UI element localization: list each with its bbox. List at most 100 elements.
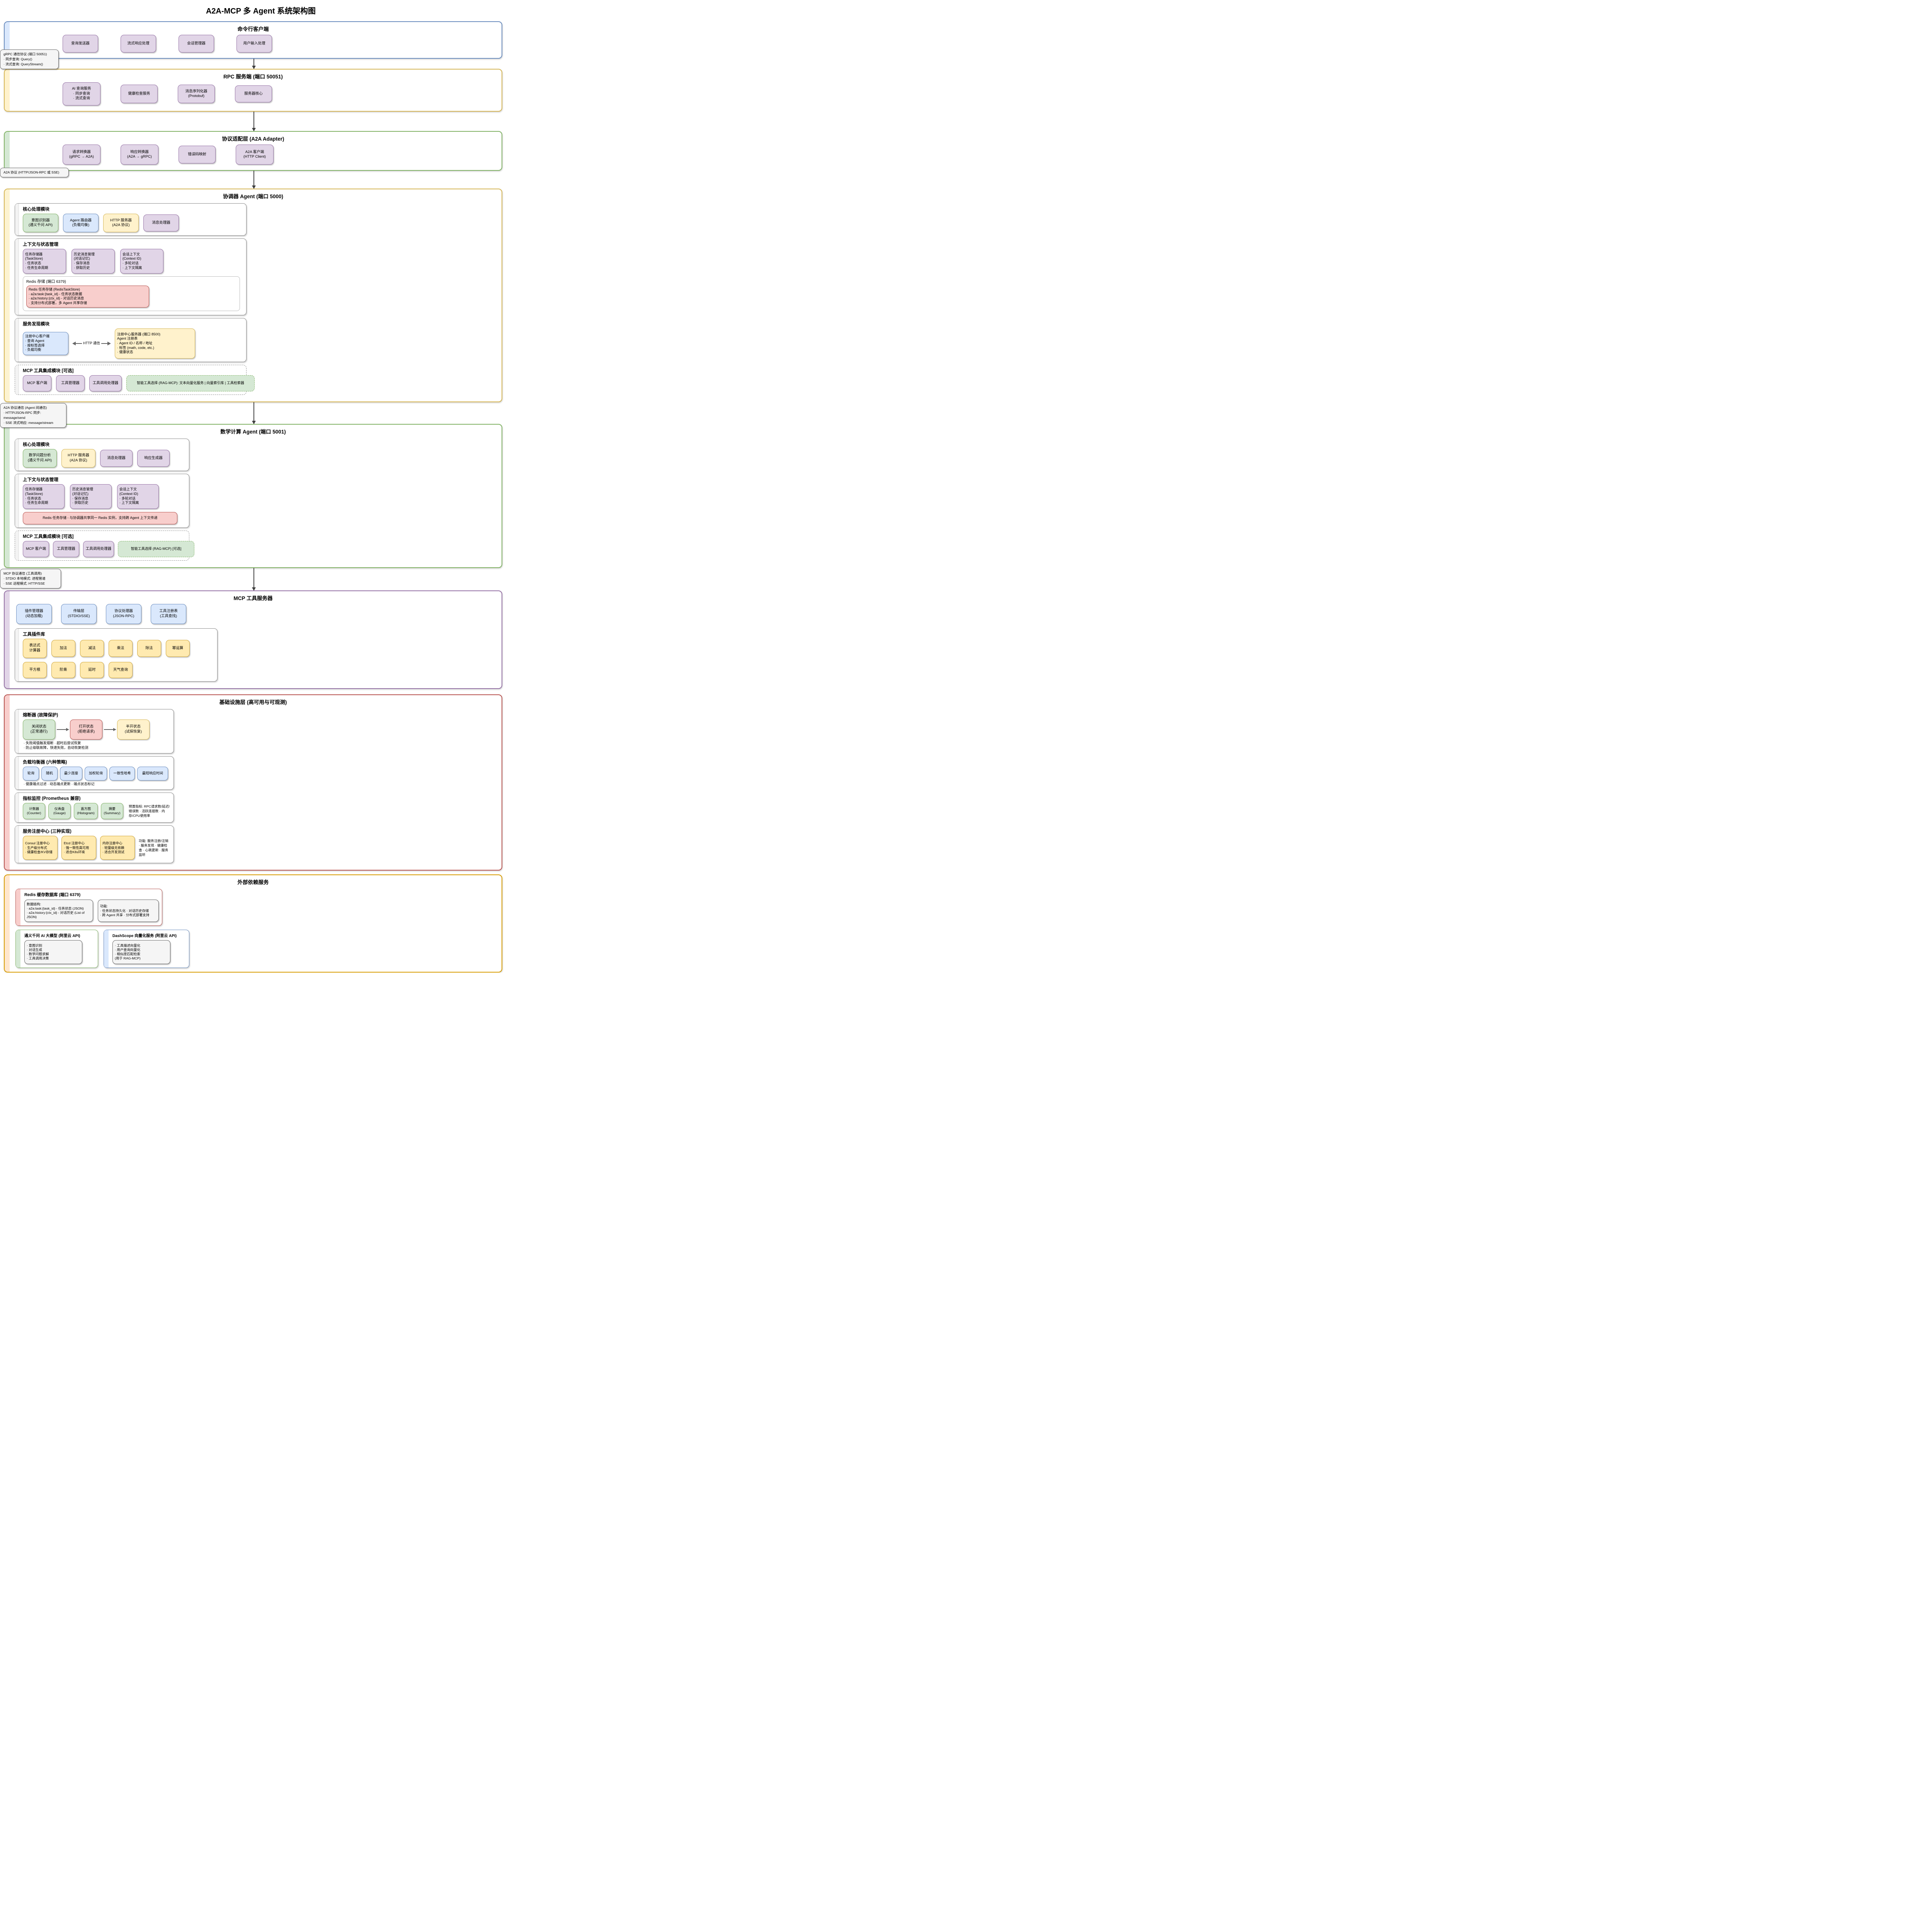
node-message-processor: 消息处理器 [100, 449, 133, 467]
lb-note: · 健康端点过滤 · 动态端点更新 · 端点状态标记 [24, 782, 95, 786]
node-agent-router: Agent 路由器 (负载均衡) [63, 214, 99, 232]
section-header: 协调器 Agent (端口 5000) [223, 194, 284, 199]
node-redis-shared-note: Redis 任务存储 - 与协调器共享同一 Redis 实例，支持跨 Agent… [23, 512, 177, 524]
architecture-diagram: A2A-MCP 多 Agent 系统架构图 命令行客户端 查询发送器 流式响应处… [0, 0, 522, 973]
node-http-server: HTTP 服务器 (A2A 协议) [61, 449, 95, 468]
section-color-bar [5, 70, 10, 111]
node-tool-manager: 工具管理器 [56, 375, 85, 391]
node-redis-task-store: Redis 任务存储 (RedisTaskStore) · a2a:task:{… [26, 286, 149, 308]
node-breaker-closed: 关闭状态 (正常通行) [23, 719, 55, 740]
node-tool-delay: 延时 [80, 662, 104, 678]
module-title: 工具插件库 [23, 632, 45, 637]
box-title: 通义千问 AI 大模型 (阿里云 API) [24, 934, 80, 939]
module-title: 上下文与状态管理 [23, 242, 58, 247]
node-redis-functions: 功能: · 任务状态持久化 · 对话历史存储 · 跨 Agent 共享 · 分布… [98, 900, 159, 922]
node-registry-server: 注册中心服务器 (端口 8500) Agent 注册表 · Agent ID /… [115, 328, 195, 359]
node-intent-recognizer: 意图识别器 (通义千问 API) [23, 214, 58, 232]
node-message-serializer: 消息序列化器 (Protobuf) [178, 85, 215, 103]
box-title: DashScope 向量化服务 (阿里云 API) [112, 934, 177, 939]
module-metrics-monitoring: 指标监控 (Prometheus 兼容) 计数器 (Counter) 仪表盘 (… [15, 793, 174, 823]
right-arrow-icon [104, 728, 116, 731]
node-registry-client: 注册中心客户端 · 查询 Agent · 按标签选择 · 负载均衡 [23, 332, 68, 355]
node-tool-sqrt: 平方根 [23, 662, 47, 678]
node-session-context: 会话上下文 (Context ID) · 多轮对话 · 上下文隔离 [117, 484, 159, 509]
node-registry-consul: Consul 注册中心 · 生产级分布式 · 健康检查/KV存储 [23, 836, 58, 860]
node-session-context: 会话上下文 (Context ID) · 多轮对话 · 上下文隔离 [120, 249, 163, 274]
section-header: 数学计算 Agent (端口 5001) [220, 429, 286, 435]
module-coordinator-mcp-tools: MCP 工具集成模块 [可选] MCP 客户端 工具管理器 工具调用处理器 智能… [15, 364, 255, 395]
module-tool-plugin-library: 工具插件库 表达式 计算器 加法 减法 乘法 除法 幂运算 平方根 阶乘 延时 … [15, 628, 218, 682]
node-lb-random: 随机 [41, 767, 58, 781]
section-color-bar [5, 132, 10, 170]
section-rpc-server: RPC 服务端 (端口 50051) AI 查询服务 · 同步查询 · 流式查询… [4, 69, 502, 112]
node-metric-summary: 摘要 (Summary) [101, 803, 123, 820]
module-title: 负载均衡器 (六种策略) [23, 760, 67, 765]
node-response-generator: 响应生成器 [137, 449, 170, 467]
module-title: 熔断器 (故障保护) [23, 713, 58, 718]
node-lb-weighted-rr: 加权轮询 [85, 767, 107, 781]
arrow-label: HTTP 通信 [82, 340, 101, 345]
node-rag-mcp-selector: 智能工具选择 (RAG-MCP) [可选] [118, 541, 194, 557]
node-response-converter: 响应转换器 (A2A → gRPC) [121, 145, 158, 165]
box-color-bar [16, 930, 20, 968]
connector-gap: A2A 协议通信 (Agent 间通信) · HTTP/JSON-RPC 同步:… [0, 402, 522, 428]
section-math-agent: 数学计算 Agent (端口 5001) 核心处理模块 数学问题分析 (通义千问… [4, 423, 502, 568]
node-history-manager: 历史消息管理 (对话记忆) · 保存消息 · 获取历史 [71, 249, 115, 274]
http-double-arrow-icon: HTTP 通信 [72, 340, 111, 346]
node-history-manager: 历史消息管理 (对话记忆) · 保存消息 · 获取历史 [70, 484, 112, 509]
box-color-bar [16, 889, 20, 926]
node-user-input-handler: 用户输入处理 [236, 35, 272, 53]
module-load-balancer: 负载均衡器 (六种策略) 轮询 随机 最少连接 加权轮询 一致性哈希 最短响应时… [15, 756, 174, 790]
node-stream-response-handler: 流式响应处理 [121, 35, 156, 53]
node-breaker-open: 打开状态 (拒绝请求) [70, 719, 102, 740]
node-tool-add: 加法 [51, 639, 75, 657]
module-service-registry: 服务注册中心 (三种实现) Consul 注册中心 · 生产级分布式 · 健康检… [15, 825, 174, 864]
node-registry-memory: 内存注册中心 · 轻量级无依赖 · 适合开发测试 [100, 836, 135, 860]
module-title: 核心处理模块 [23, 207, 49, 212]
module-title: 上下文与状态管理 [23, 477, 58, 482]
section-header: 协议适配层 (A2A Adapter) [222, 136, 284, 142]
box-redis-cache: Redis 缓存数据库 (端口 6379) 数据结构: · a2a:task:{… [15, 889, 162, 926]
node-query-sender: 查询发送器 [63, 35, 98, 53]
connector-gap: A2A 协议 (HTTP/JSON-RPC 或 SSE) [0, 168, 522, 189]
section-color-bar [5, 695, 10, 870]
node-message-processor: 消息处理器 [143, 214, 179, 231]
node-transport-layer: 传输层 (STDIO/SSE) [61, 604, 97, 624]
node-lb-least-connections: 最少连接 [60, 767, 82, 781]
right-arrow-icon [57, 728, 69, 731]
section-color-bar [5, 22, 10, 58]
node-tool-registry: 工具注册表 (工具查找) [151, 604, 186, 624]
module-circuit-breaker: 熔断器 (故障保护) 关闭状态 (正常通行) 打开状态 (拒绝请求) 半开状态 … [15, 709, 174, 754]
box-dashscope-embedding: DashScope 向量化服务 (阿里云 API) · 工具描述向量化 · 用户… [104, 930, 189, 968]
node-lb-consistent-hash: 一致性哈希 [109, 767, 135, 781]
node-metric-gauge: 仪表盘 (Gauge) [48, 803, 71, 820]
node-tool-call-handler: 工具调用处理器 [83, 541, 114, 557]
module-title: MCP 工具集成模块 [可选] [23, 368, 74, 373]
label-a2a-protocol: A2A 协议 (HTTP/JSON-RPC 或 SSE) [0, 168, 69, 178]
module-service-discovery: 服务发现模块 注册中心客户端 · 查询 Agent · 按标签选择 · 负载均衡… [15, 318, 247, 362]
module-title: 服务注册中心 (三种实现) [23, 829, 71, 834]
node-tool-factorial: 阶乘 [51, 662, 75, 678]
label-grpc-protocol: gRPC 通信协议 (端口 50051) · 同步查询: Query() · 流… [0, 49, 59, 70]
node-mcp-client: MCP 客户端 [23, 541, 49, 557]
node-http-server: HTTP 服务器 (A2A 协议) [103, 214, 139, 232]
module-coordinator-core: 核心处理模块 意图识别器 (通义千问 API) Agent 路由器 (负载均衡)… [15, 203, 247, 236]
section-header: 基础设施层 (高可用与可观测) [219, 699, 287, 705]
node-qwen-capabilities: · 意图识别 · 对话生成 · 数学问题求解 · 工具调用决策 [24, 940, 82, 964]
node-dashscope-capabilities: · 工具描述向量化 · 用户查询向量化 · 相似度匹配检索 (用于 RAG-MC… [112, 940, 170, 964]
module-math-context: 上下文与状态管理 任务存储器 (TaskStore) · 任务状态 · 任务生命… [15, 473, 189, 528]
section-external-dependencies: 外部依赖服务 Redis 缓存数据库 (端口 6379) 数据结构: · a2a… [4, 874, 502, 973]
module-coordinator-context: 上下文与状态管理 任务存储器 (TaskStore) · 任务状态 · 任务生命… [15, 238, 247, 315]
connector-gap: MCP 协议通信 (工具调用) · STDIO 本地模式: 进程管道 · SSE… [0, 568, 522, 591]
section-header: 命令行客户端 [237, 26, 269, 32]
section-coordinator-agent: 协调器 Agent (端口 5000) 核心处理模块 意图识别器 (通义千问 A… [4, 189, 502, 402]
registry-note: 功能: 服务注册/注销 · 服务发现 · 健康检查 · 心跳更新 · 服务监听 [139, 838, 168, 857]
section-infrastructure: 基础设施层 (高可用与可观测) 熔断器 (故障保护) 关闭状态 (正常通行) 打… [4, 694, 502, 871]
page-title: A2A-MCP 多 Agent 系统架构图 [206, 7, 316, 15]
group-title: Redis 存储 (端口 6379) [26, 280, 66, 284]
node-tool-multiply: 乘法 [109, 639, 133, 657]
module-math-mcp-tools: MCP 工具集成模块 [可选] MCP 客户端 工具管理器 工具调用处理器 智能… [15, 530, 194, 561]
module-math-core: 核心处理模块 数学问题分析 (通义千问 API) HTTP 服务器 (A2A 协… [15, 438, 189, 471]
section-color-bar [5, 424, 10, 567]
node-error-code-mapping: 错误码映射 [179, 146, 216, 163]
